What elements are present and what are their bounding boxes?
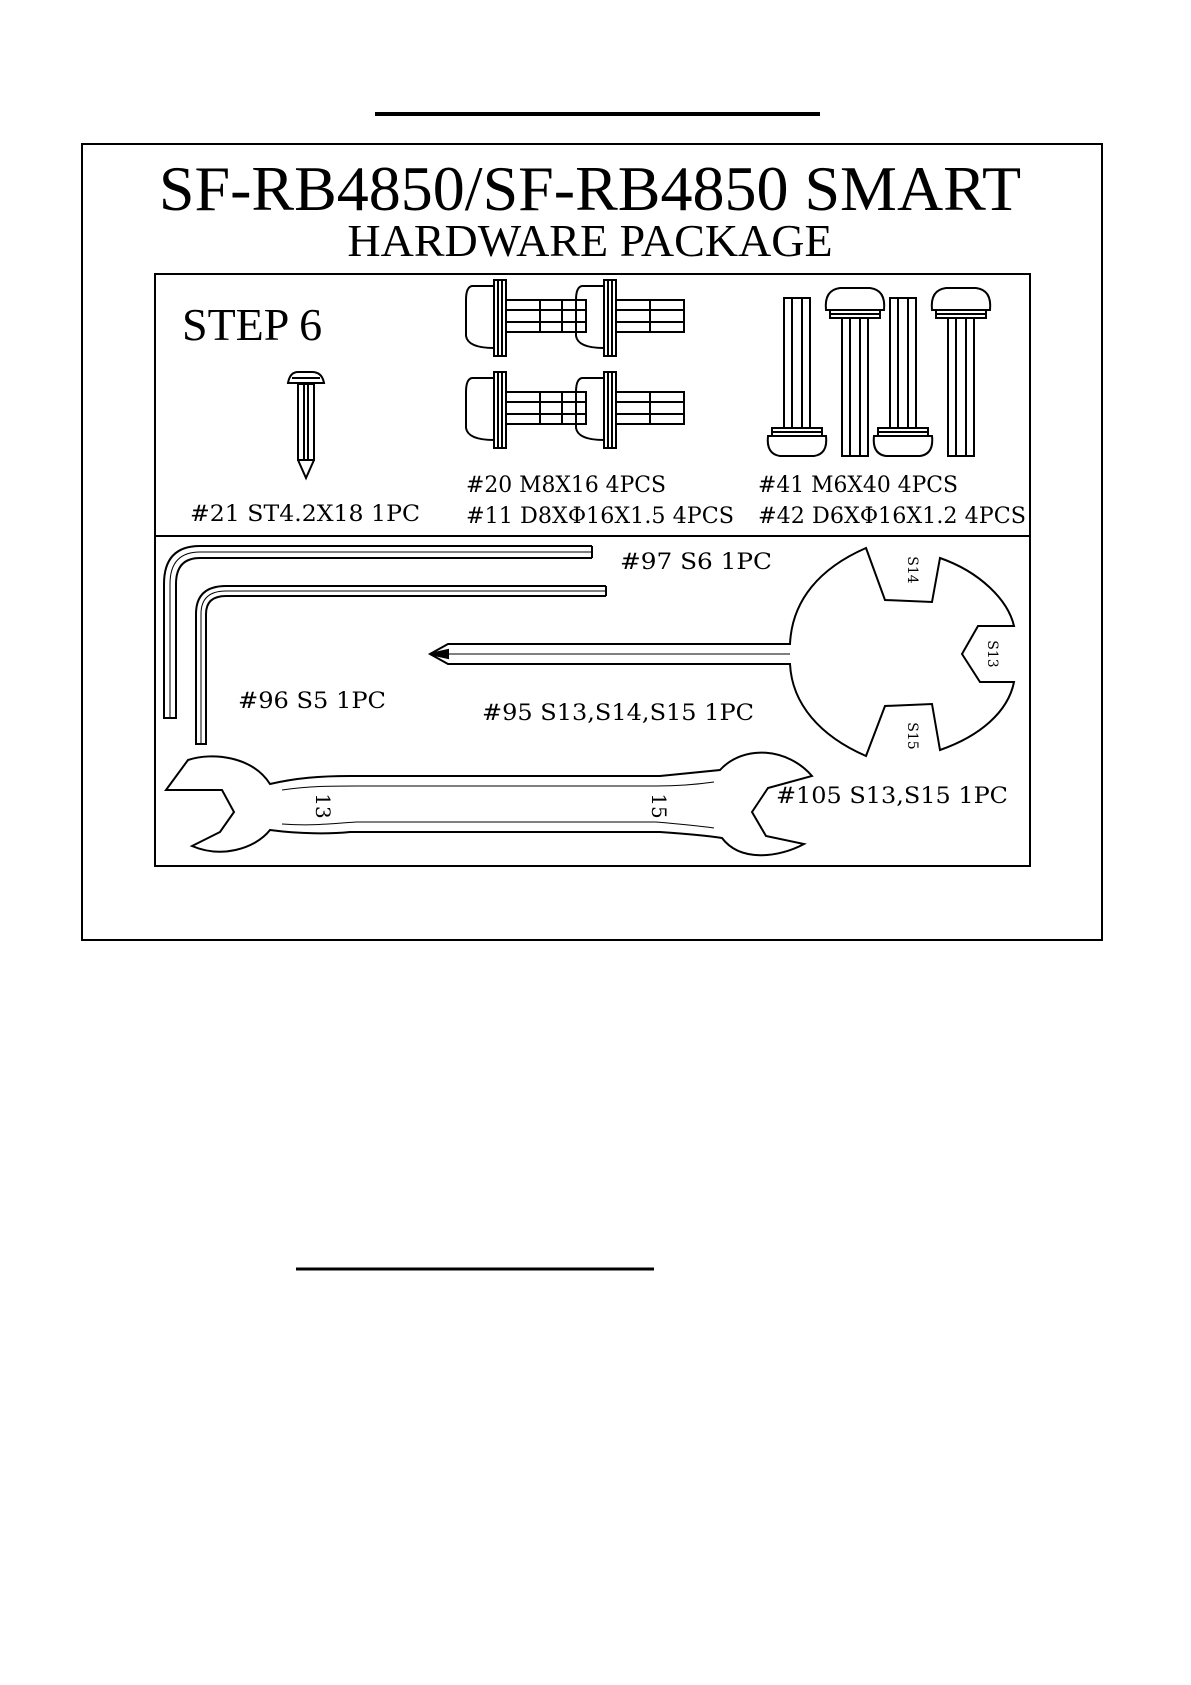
part-20-label: #20 M8X16 4PCS — [466, 473, 666, 498]
part-21-label: #21 ST4.2X18 1PC — [190, 502, 420, 527]
spanner-mark-s13: S13 — [984, 640, 1000, 667]
wrench-mark-13: 13 — [311, 793, 335, 818]
part-105-label: #105 S13,S15 1PC — [776, 784, 1008, 809]
part-11-label: #11 D8XΦ16X1.5 4PCS — [466, 504, 734, 529]
wrench-105-icon — [166, 753, 812, 856]
part-41-label: #41 M6X40 4PCS — [758, 473, 958, 498]
part-97-label: #97 S6 1PC — [620, 550, 772, 575]
spanner-mark-s14: S14 — [904, 556, 920, 583]
bolt-20-washer-11-icon — [466, 280, 684, 448]
spanner-mark-s15: S15 — [904, 722, 920, 749]
part-96-label: #96 S5 1PC — [238, 689, 386, 714]
bolt-41-washer-42-icon — [768, 288, 990, 456]
step-label: STEP 6 — [182, 299, 322, 350]
part-42-label: #42 D6XΦ16X1.2 4PCS — [758, 504, 1026, 529]
part-95-label: #95 S13,S14,S15 1PC — [482, 701, 754, 726]
title-line-1: SF-RB4850/SF-RB4850 SMART — [159, 153, 1021, 224]
wrench-mark-15: 15 — [647, 793, 671, 818]
screw-21-icon — [288, 372, 324, 478]
title-line-2: HARDWARE PACKAGE — [347, 215, 832, 266]
